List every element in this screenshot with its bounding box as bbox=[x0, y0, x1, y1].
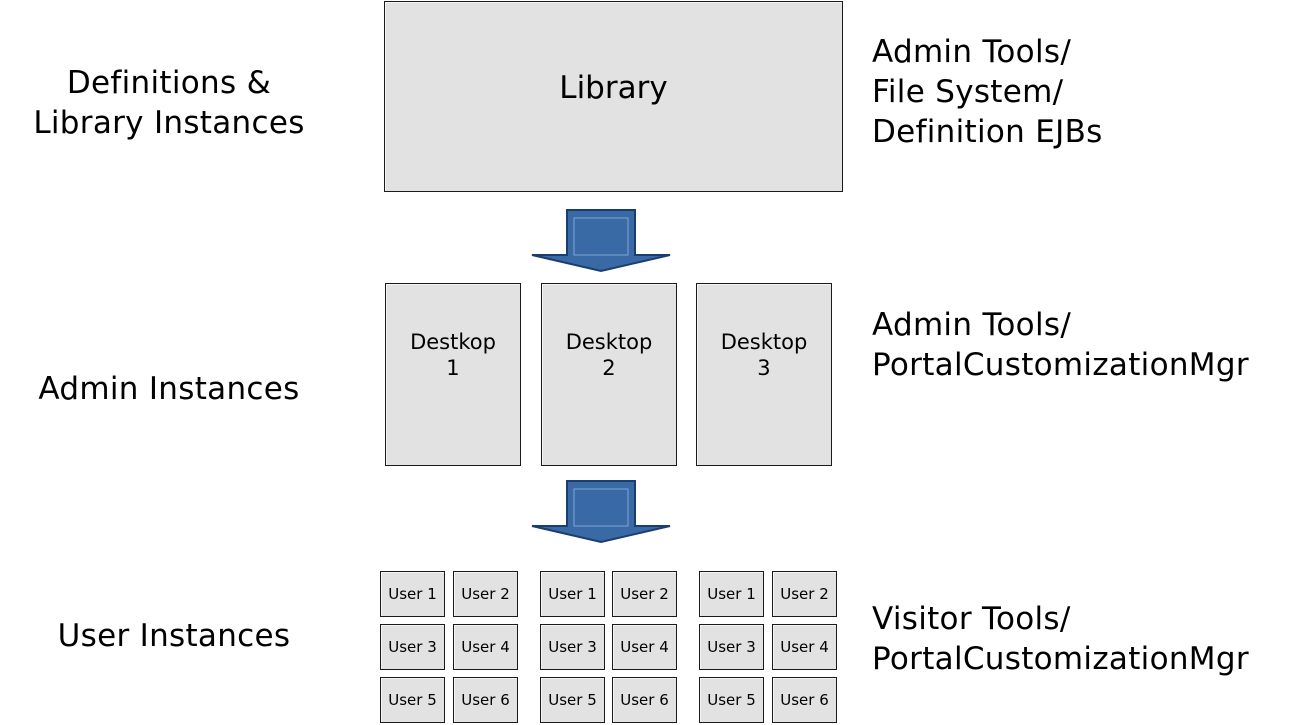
user-label: User 3 bbox=[388, 638, 437, 656]
user-label: User 5 bbox=[388, 691, 437, 709]
user-label: User 2 bbox=[461, 585, 510, 603]
desktop-label: Destkop 1 bbox=[410, 329, 496, 380]
user-box: User 3 bbox=[540, 624, 605, 670]
user-label: User 3 bbox=[548, 638, 597, 656]
user-label: User 1 bbox=[707, 585, 756, 603]
library-box: Library bbox=[384, 1, 843, 192]
user-label: User 2 bbox=[780, 585, 829, 603]
admin-instances-label: Admin Instances bbox=[38, 371, 300, 407]
user-label: User 1 bbox=[388, 585, 437, 603]
down-arrow-icon bbox=[531, 480, 671, 544]
user-box: User 4 bbox=[453, 624, 518, 670]
user-label: User 4 bbox=[461, 638, 510, 656]
visitor-tools-label: Visitor Tools/ PortalCustomizationMgr bbox=[872, 601, 1249, 677]
user-box: User 2 bbox=[612, 571, 677, 617]
desktop-box-2: Desktop 2 bbox=[541, 283, 677, 466]
user-label: User 5 bbox=[548, 691, 597, 709]
user-label: User 4 bbox=[780, 638, 829, 656]
user-label: User 6 bbox=[620, 691, 669, 709]
user-box: User 2 bbox=[453, 571, 518, 617]
user-label: User 4 bbox=[620, 638, 669, 656]
user-label: User 3 bbox=[707, 638, 756, 656]
user-instances-label: User Instances bbox=[57, 618, 291, 654]
user-box: User 6 bbox=[772, 677, 837, 723]
user-box: User 1 bbox=[380, 571, 445, 617]
user-box: User 1 bbox=[540, 571, 605, 617]
definitions-library-instances-label: Definitions & Library Instances bbox=[33, 65, 305, 141]
user-box: User 4 bbox=[612, 624, 677, 670]
user-box: User 6 bbox=[612, 677, 677, 723]
library-tools-label: Admin Tools/ File System/ Definition EJB… bbox=[872, 34, 1103, 150]
user-box: User 4 bbox=[772, 624, 837, 670]
user-box: User 6 bbox=[453, 677, 518, 723]
user-label: User 5 bbox=[707, 691, 756, 709]
user-box: User 5 bbox=[380, 677, 445, 723]
user-box: User 5 bbox=[540, 677, 605, 723]
user-box: User 1 bbox=[699, 571, 764, 617]
user-box: User 5 bbox=[699, 677, 764, 723]
down-arrow-icon bbox=[531, 209, 671, 273]
user-box: User 3 bbox=[699, 624, 764, 670]
desktop-label: Desktop 3 bbox=[720, 329, 808, 380]
user-label: User 1 bbox=[548, 585, 597, 603]
user-label: User 6 bbox=[461, 691, 510, 709]
admin-tools-label: Admin Tools/ PortalCustomizationMgr bbox=[872, 307, 1249, 383]
user-label: User 6 bbox=[780, 691, 829, 709]
desktop-label: Desktop 2 bbox=[565, 329, 653, 380]
desktop-box-1: Destkop 1 bbox=[385, 283, 521, 466]
user-box: User 3 bbox=[380, 624, 445, 670]
user-box: User 2 bbox=[772, 571, 837, 617]
user-label: User 2 bbox=[620, 585, 669, 603]
library-label: Library bbox=[559, 69, 668, 106]
desktop-box-3: Desktop 3 bbox=[696, 283, 832, 466]
